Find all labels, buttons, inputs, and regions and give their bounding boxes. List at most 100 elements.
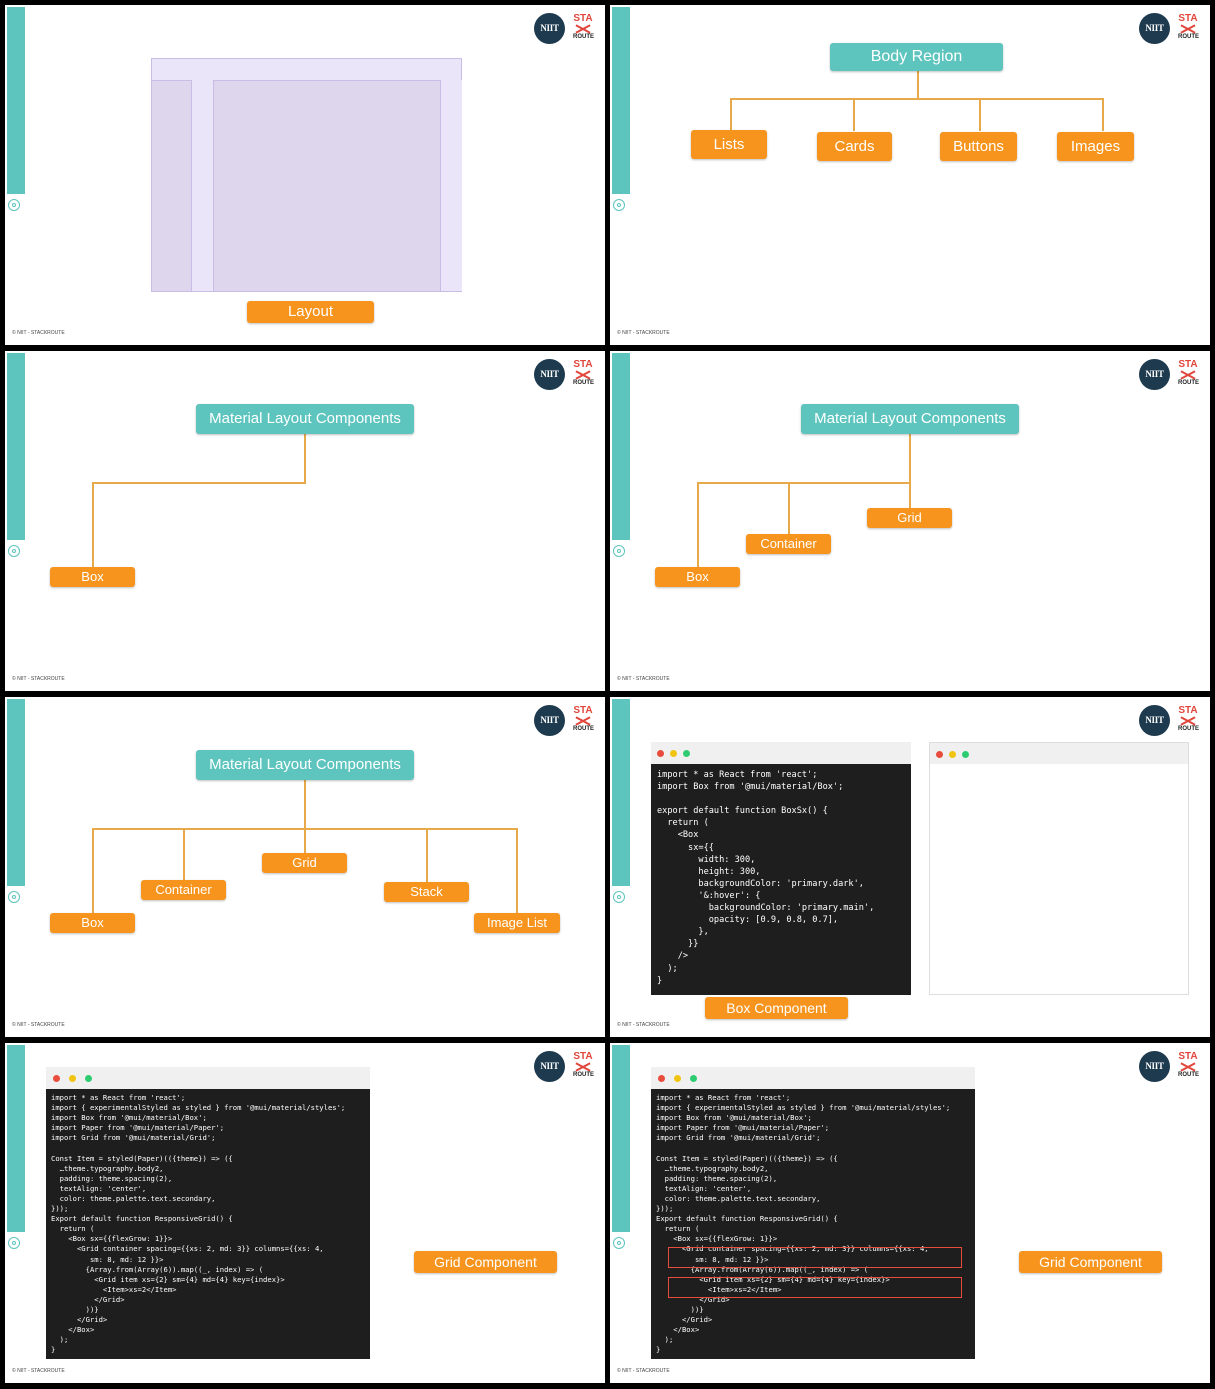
connector [92,828,94,914]
copyright: © NIIT - STACKROUTE [12,1022,65,1028]
code-window: import * as React from 'react'; import {… [46,1067,370,1359]
connector [788,482,790,535]
accent-bar [7,1045,25,1232]
code-block: import * as React from 'react'; import {… [51,1093,346,1355]
connector [92,482,306,484]
connector [516,828,518,914]
niit-logo: NIIT [534,1051,565,1082]
window-titlebar [651,742,911,764]
maximize-dot-icon [690,1075,697,1082]
connector [979,98,981,131]
material-layout-components-node: Material Layout Components [196,404,414,434]
minimize-dot-icon [670,750,677,757]
accent-bar [7,353,25,540]
box-node: Box [655,567,740,587]
connector [730,98,732,131]
grid-node: Grid [867,508,952,528]
niit-logo: NIIT [1139,1051,1170,1082]
close-dot-icon [658,1075,665,1082]
copyright: © NIIT - STACKROUTE [617,330,670,336]
lists-node: Lists [691,130,767,159]
copyright: © NIIT - STACKROUTE [12,330,65,336]
code-window: import * as React from 'react'; import B… [651,742,911,995]
window-titlebar [651,1067,975,1089]
body-region-node: Body Region [830,43,1003,71]
preview-window [929,742,1189,995]
image-list-node: Image List [474,913,560,933]
maximize-dot-icon [85,1075,92,1082]
copyright: © NIIT - STACKROUTE [617,1022,670,1028]
grid-container-highlight [668,1247,962,1268]
niit-logo: NIIT [534,705,565,736]
target-icon [8,199,20,211]
window-titlebar [46,1067,370,1089]
connector [426,828,428,883]
box-node: Box [50,567,135,587]
connector [853,98,855,131]
connector [304,779,306,853]
target-icon [613,891,625,903]
connector [183,828,185,881]
images-node: Images [1057,132,1134,161]
connector [697,482,911,484]
accent-bar [612,353,630,540]
layout-right-panel [440,80,462,291]
niit-logo: NIIT [1139,359,1170,390]
connector [304,433,306,483]
target-icon [613,199,625,211]
close-dot-icon [53,1075,60,1082]
container-node: Container [746,534,831,554]
target-icon [8,545,20,557]
container-node: Container [141,880,226,900]
niit-logo: NIIT [1139,13,1170,44]
connector [917,71,919,99]
target-icon [8,891,20,903]
connector [92,828,518,830]
layout-header [152,59,461,81]
accent-bar [612,7,630,194]
target-icon [613,1237,625,1249]
connector [92,482,94,568]
close-dot-icon [657,750,664,757]
niit-logo: NIIT [534,13,565,44]
accent-bar [7,7,25,194]
buttons-node: Buttons [940,132,1017,161]
material-layout-components-node: Material Layout Components [196,750,414,780]
niit-logo: NIIT [534,359,565,390]
layout-caption: Layout [247,301,374,323]
cards-node: Cards [817,132,892,161]
grid-node: Grid [262,853,347,873]
accent-bar [612,699,630,886]
maximize-dot-icon [962,751,969,758]
copyright: © NIIT - STACKROUTE [12,1368,65,1374]
copyright: © NIIT - STACKROUTE [617,676,670,682]
accent-bar [7,699,25,886]
layout-sidebar [191,80,214,291]
minimize-dot-icon [949,751,956,758]
minimize-dot-icon [674,1075,681,1082]
maximize-dot-icon [683,750,690,757]
close-dot-icon [936,751,943,758]
copyright: © NIIT - STACKROUTE [617,1368,670,1374]
box-node: Box [50,913,135,933]
code-block: import * as React from 'react'; import B… [657,770,875,986]
minimize-dot-icon [69,1075,76,1082]
grid-component-caption: Grid Component [414,1251,557,1273]
connector [1102,98,1104,131]
connector [697,482,699,568]
